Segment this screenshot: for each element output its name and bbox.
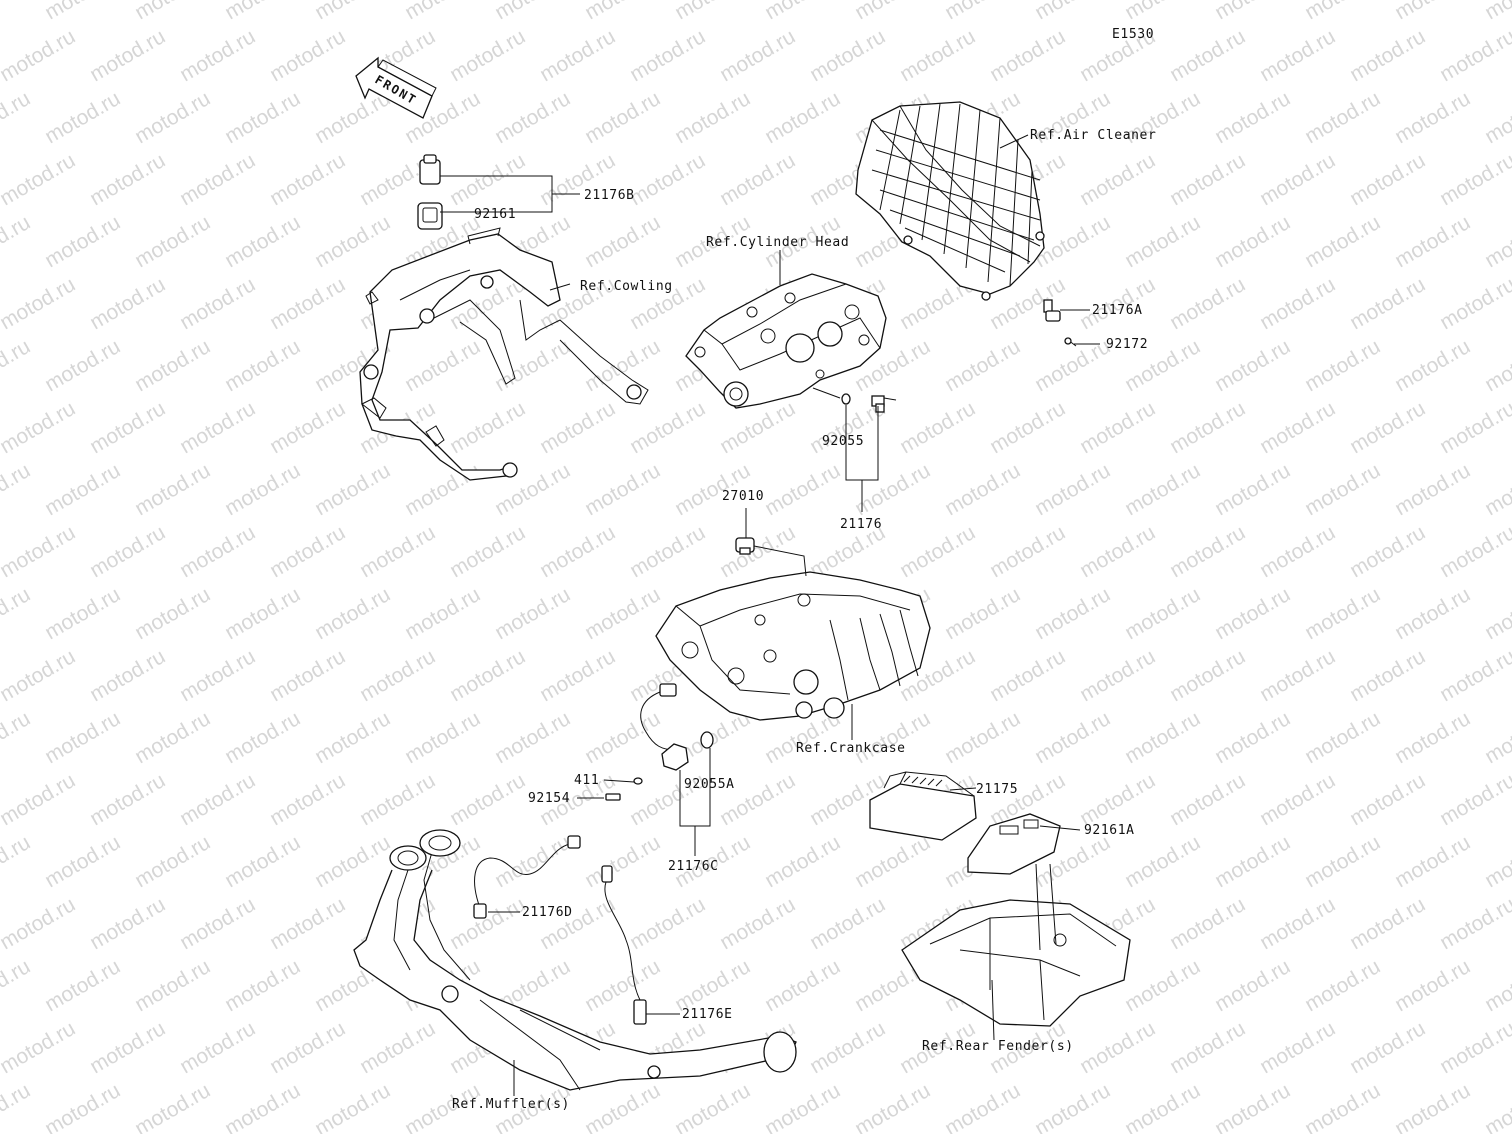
label-21176b: 21176B: [584, 188, 635, 203]
label-ref-cylinder-head: Ref.Cylinder Head: [706, 235, 849, 250]
label-92161a: 92161A: [1084, 823, 1135, 838]
label-ref-cowling: Ref.Cowling: [580, 279, 673, 294]
ecu-bracket-92161a: [967, 813, 1061, 875]
label-27010: 27010: [722, 489, 764, 504]
exhaust-header-pipes: [353, 829, 797, 1091]
label-92055: 92055: [822, 434, 864, 449]
bolt-92154: [605, 793, 621, 801]
water-temp-sensor-21176: [871, 395, 897, 413]
label-92055a: 92055A: [684, 777, 735, 792]
label-92172: 92172: [1106, 337, 1148, 352]
label-21176: 21176: [840, 517, 882, 532]
o-ring-411: [633, 777, 643, 785]
label-ref-crankcase: Ref.Crankcase: [796, 741, 906, 756]
label-21176c: 21176C: [668, 859, 719, 874]
cowling-stay-bracket: [359, 154, 649, 481]
oil-pressure-switch-27010: [735, 537, 755, 555]
label-ref-rear-fenders: Ref.Rear Fender(s): [922, 1039, 1074, 1054]
label-21175: 21175: [976, 782, 1018, 797]
washer-92055: [841, 393, 851, 405]
crank-sensor-harness-21176c: [640, 683, 714, 771]
cylinder-head: [685, 273, 887, 409]
label-21176a: 21176A: [1092, 303, 1143, 318]
label-ref-mufflers: Ref.Muffler(s): [452, 1097, 570, 1112]
label-ref-air-cleaner: Ref.Air Cleaner: [1030, 128, 1156, 143]
label-21176e: 21176E: [682, 1007, 733, 1022]
air-cleaner-housing: [855, 101, 1045, 301]
front-arrow-icon: FRONT: [355, 56, 437, 119]
oxygen-sensor-21176e: [601, 865, 661, 1079]
sheet-code: E1530: [1112, 27, 1154, 42]
crankcase: [655, 571, 931, 721]
oxygen-sensor-21176d: [473, 835, 581, 919]
label-411: 411: [574, 773, 599, 788]
intake-air-temp-sensor-21176a: [1043, 299, 1061, 322]
rear-fender: [901, 899, 1131, 1027]
label-92161: 92161: [474, 207, 516, 222]
leader-lines: [440, 134, 1100, 1096]
label-92154: 92154: [528, 791, 570, 806]
ecu-21175: [869, 771, 977, 841]
part-labels: 21176B 92161 Ref.Cowling Ref.Air Cleaner…: [452, 128, 1156, 1112]
screw-92172: [1064, 337, 1077, 347]
label-21176d: 21176D: [522, 905, 573, 920]
